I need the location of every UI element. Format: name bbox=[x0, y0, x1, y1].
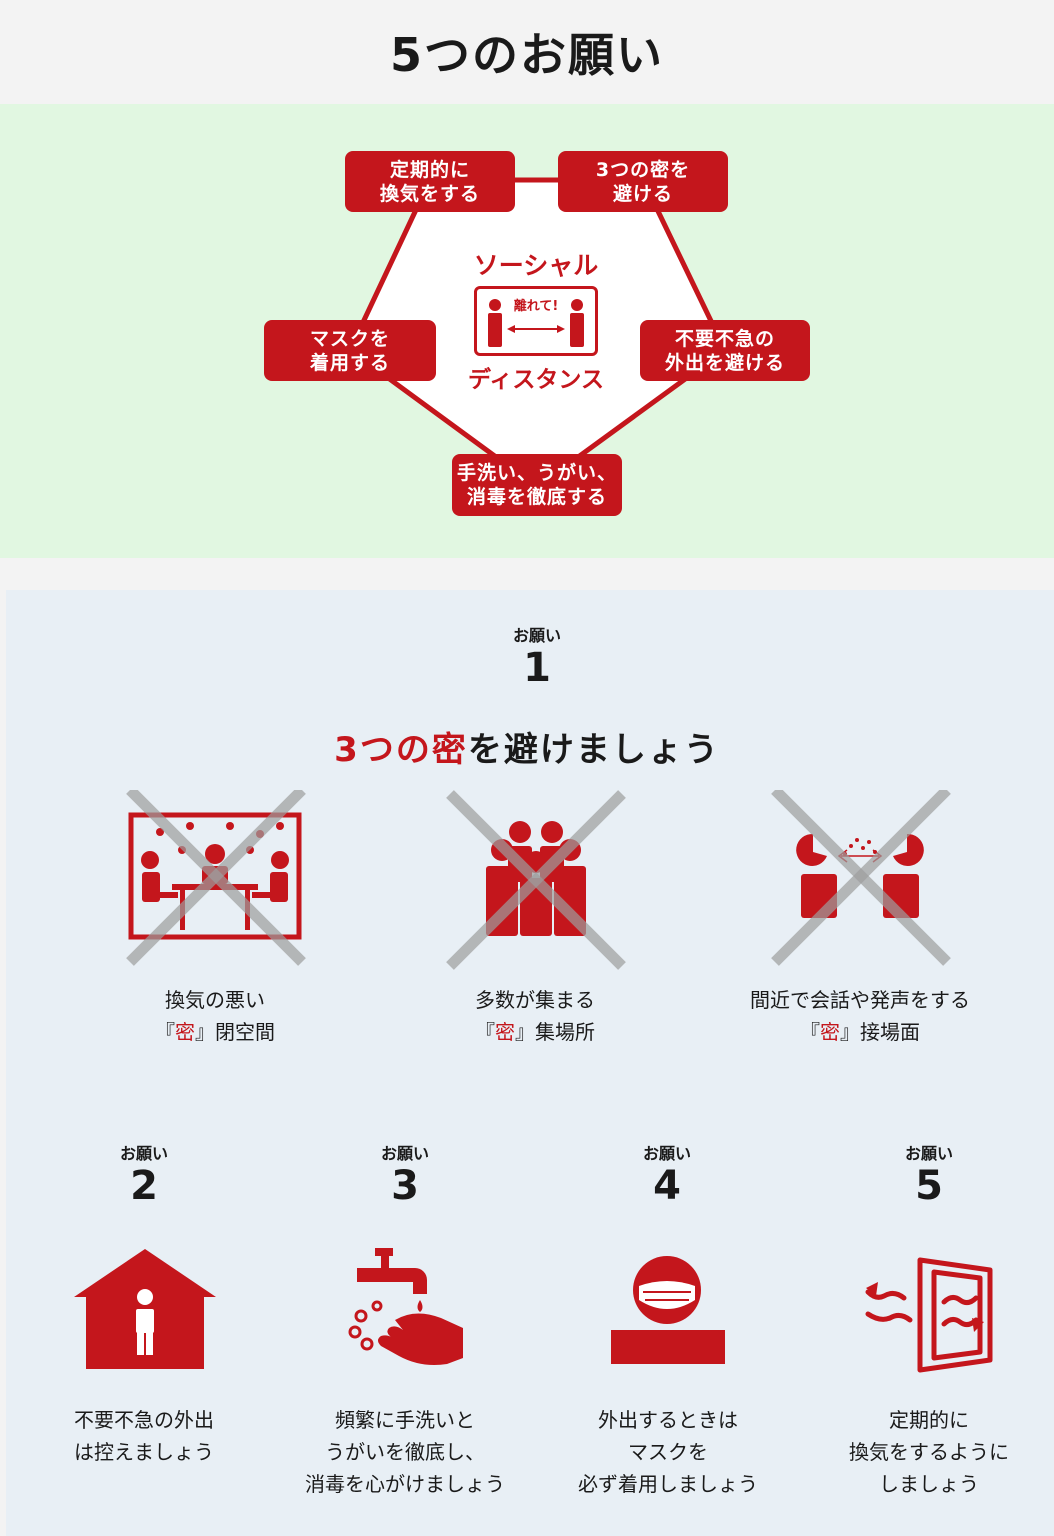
handwash-icon bbox=[348, 1248, 463, 1365]
request-number: 2 bbox=[130, 1163, 158, 1209]
request-number: 4 bbox=[653, 1163, 681, 1209]
request-2-label: お願い 2 bbox=[94, 1140, 194, 1208]
closed-space-icon bbox=[126, 790, 306, 966]
avoid-item-line2: 『密』閉空間 bbox=[155, 1020, 275, 1044]
details-panel bbox=[6, 590, 1054, 1536]
pentagon-item-mask: マスクを 着用する bbox=[264, 320, 436, 381]
caption-line: 消毒を心がけましょう bbox=[305, 1472, 505, 1496]
request-number: 1 bbox=[523, 645, 551, 691]
caption-line: しましょう bbox=[879, 1472, 979, 1496]
avoid-item-line1: 多数が集まる bbox=[475, 988, 595, 1012]
request-3-label: お願い 3 bbox=[355, 1140, 455, 1208]
caption-line: 不要不急の外出 bbox=[74, 1408, 214, 1432]
pentagon-item-wash: 手洗い、うがい、 消毒を徹底する bbox=[452, 454, 622, 516]
caption-line: マスクを bbox=[628, 1440, 708, 1464]
caption-line: 換気をするように bbox=[849, 1440, 1009, 1464]
social-distance-top: ソーシャル bbox=[473, 251, 599, 280]
request-caption: お願い bbox=[904, 1144, 953, 1163]
page-title: 5つのお願い bbox=[389, 28, 664, 82]
heading-highlight: 3つの密 bbox=[334, 730, 468, 770]
pentagon-label: 手洗い、うがい、 bbox=[456, 462, 617, 484]
request-3-caption: 頻繁に手洗いと うがいを徹底し、 消毒を心がけましょう bbox=[280, 1404, 530, 1500]
pentagon-label: 換気をする bbox=[379, 182, 480, 205]
request-5-label: お願い 5 bbox=[879, 1140, 979, 1208]
social-distance-bottom: ディスタンス bbox=[468, 367, 604, 393]
request-caption: お願い bbox=[642, 1144, 691, 1163]
avoid-item-closed: 換気の悪い 『密』閉空間 bbox=[90, 984, 340, 1048]
request-1-heading: 3つの密を避けましょう bbox=[0, 722, 1054, 771]
pentagon-label: 消毒を徹底する bbox=[466, 486, 607, 508]
request-number: 3 bbox=[391, 1163, 419, 1209]
pentagon-item-avoid-3c: 3つの密を 避ける bbox=[558, 151, 728, 212]
pentagon-label: 不要不急の bbox=[674, 327, 775, 350]
social-distance-badge: ソーシャル 離れて! ディスタンス bbox=[468, 246, 604, 394]
request-4-label: お願い 4 bbox=[617, 1140, 717, 1208]
request-1-label: お願い 1 bbox=[487, 622, 587, 690]
pentagon-item-ventilate: 定期的に 換気をする bbox=[345, 151, 515, 212]
request-2-caption: 不要不急の外出 は控えましょう bbox=[44, 1404, 244, 1468]
caption-line: 定期的に bbox=[889, 1408, 969, 1432]
crowd-icon bbox=[446, 790, 626, 970]
pentagon-label: 着用する bbox=[309, 351, 390, 374]
avoid-item-line1: 間近で会話や発声をする bbox=[750, 988, 970, 1012]
ventilation-icon bbox=[865, 1257, 993, 1373]
request-4-caption: 外出するときは マスクを 必ず着用しましょう bbox=[548, 1404, 788, 1500]
close-contact-icon bbox=[771, 790, 951, 966]
pentagon-label: 避ける bbox=[612, 182, 673, 205]
avoid-item-line2: 『密』接場面 bbox=[800, 1020, 920, 1044]
caption-line: 頻繁に手洗いと bbox=[335, 1408, 475, 1432]
request-number: 5 bbox=[915, 1163, 943, 1209]
request-caption: お願い bbox=[512, 626, 561, 645]
request-5-caption: 定期的に 換気をするように しましょう bbox=[814, 1404, 1044, 1500]
distance-sign-text: 離れて! bbox=[513, 299, 559, 314]
pentagon-label: 外出を避ける bbox=[664, 351, 785, 374]
mask-icon bbox=[611, 1256, 725, 1364]
heading-rest: を避けましょう bbox=[467, 730, 720, 770]
caption-line: 外出するときは bbox=[598, 1408, 738, 1432]
distance-sign: 離れて! bbox=[474, 286, 598, 356]
pentagon-label: 3つの密を bbox=[595, 158, 691, 181]
avoid-item-line2: 『密』集場所 bbox=[475, 1020, 595, 1044]
distance-people-icon bbox=[488, 299, 584, 347]
avoid-item-line1: 換気の悪い bbox=[165, 988, 265, 1012]
avoid-item-crowded: 多数が集まる 『密』集場所 bbox=[410, 984, 660, 1048]
pentagon-label: 定期的に bbox=[389, 158, 470, 181]
caption-line: は控えましょう bbox=[74, 1440, 214, 1464]
request-caption: お願い bbox=[119, 1144, 168, 1163]
request-caption: お願い bbox=[380, 1144, 429, 1163]
house-icon bbox=[74, 1249, 216, 1369]
caption-line: 必ず着用しましょう bbox=[578, 1472, 758, 1496]
pentagon-item-outing: 不要不急の 外出を避ける bbox=[640, 320, 810, 381]
avoid-item-close-contact: 間近で会話や発声をする 『密』接場面 bbox=[710, 984, 1010, 1048]
pentagon-label: マスクを bbox=[309, 327, 390, 350]
caption-line: うがいを徹底し、 bbox=[325, 1440, 485, 1464]
